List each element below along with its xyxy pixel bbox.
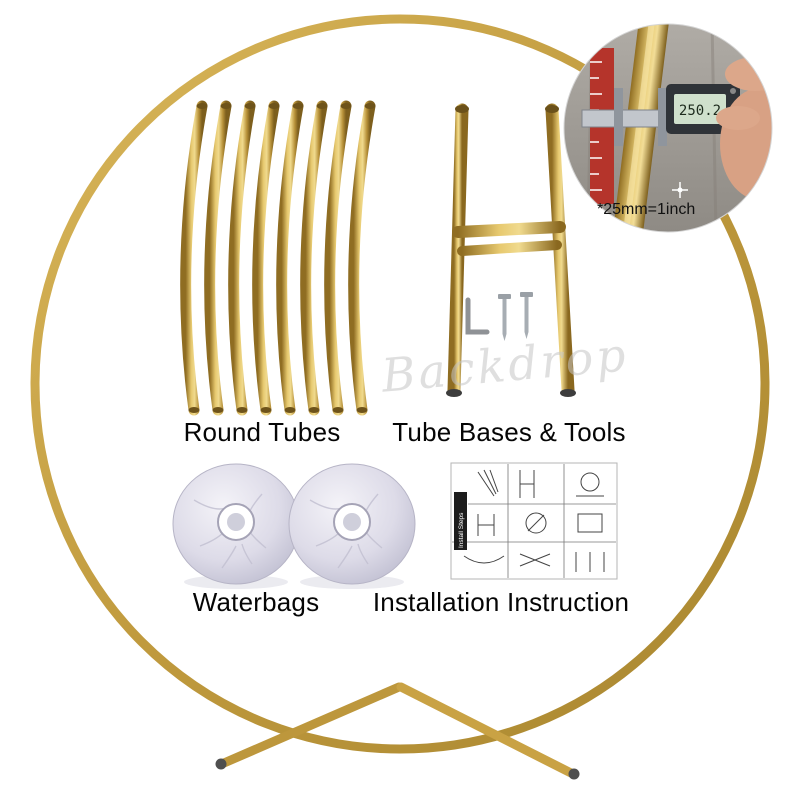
waterbags-photo xyxy=(172,463,416,590)
allen-wrench-icon xyxy=(465,297,490,335)
tube xyxy=(228,100,256,416)
stand-foot-right xyxy=(568,768,580,780)
round-tubes-label: Round Tubes xyxy=(183,417,341,447)
tube-end-caps xyxy=(188,103,376,413)
tube xyxy=(204,100,232,416)
install-steps-tab xyxy=(454,492,467,550)
light-sparkle xyxy=(672,182,688,198)
caliper-inset-photo: 250.2 xyxy=(563,23,773,233)
h-base-frame xyxy=(447,103,575,397)
base-feet xyxy=(446,389,576,397)
stand-leg-right xyxy=(396,682,576,778)
caliper-jaw-left xyxy=(614,88,623,146)
waterbag-right xyxy=(288,463,416,590)
tube-bundle xyxy=(180,100,376,416)
tube xyxy=(300,100,328,416)
caliper-jaw-right xyxy=(658,88,667,146)
screw-icon xyxy=(520,292,533,339)
waterbags-label: Waterbags xyxy=(192,587,320,617)
tube xyxy=(180,100,208,416)
base-crossbar-bottom xyxy=(457,240,562,256)
tube-base-photo xyxy=(446,103,576,397)
caliper-reading: 250.2 xyxy=(679,103,721,119)
screw-icon xyxy=(498,294,511,341)
tube xyxy=(348,100,376,416)
install-steps-label: Install Steps xyxy=(458,512,465,548)
installation-instruction-label: Installation Instruction xyxy=(372,587,630,617)
base-crossbar-top xyxy=(452,221,566,238)
stand-ring xyxy=(30,14,770,754)
waterbag-left xyxy=(172,463,300,590)
round-tubes-photo xyxy=(180,100,376,416)
stand-foot-left xyxy=(215,758,227,770)
tube xyxy=(252,100,280,416)
instruction-diagrams xyxy=(463,469,605,572)
instruction-sheet: Install Steps xyxy=(450,462,618,580)
tube xyxy=(276,100,304,416)
inset-rim xyxy=(563,23,773,233)
base-end-caps xyxy=(455,105,559,113)
tube-bases-tools-label: Tube Bases & Tools xyxy=(392,417,626,447)
tube xyxy=(324,100,352,416)
stand-leg-left xyxy=(219,682,404,768)
instruction-panel-lines xyxy=(452,464,616,578)
base-post-right xyxy=(545,103,575,397)
size-conversion-note: *25mm=1inch xyxy=(597,201,696,218)
